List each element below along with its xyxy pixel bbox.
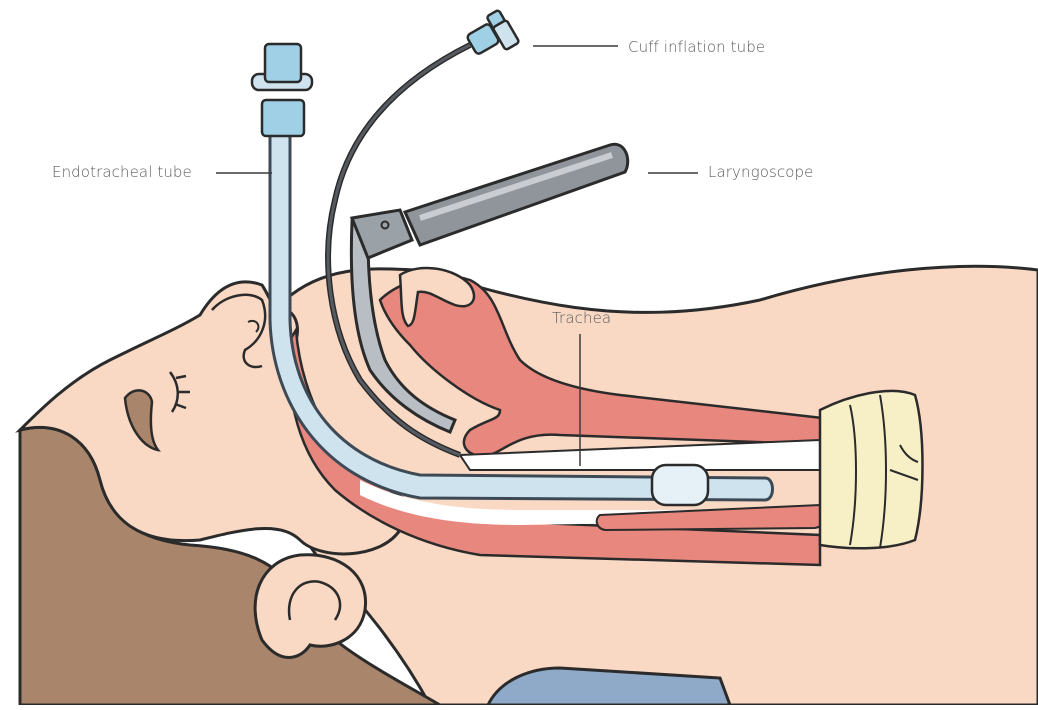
ear (255, 555, 365, 658)
cuff-balloon (652, 465, 708, 505)
label-trachea: Trachea (552, 309, 611, 327)
ett-connector (252, 44, 312, 136)
cuff-inflation-valve (466, 10, 519, 55)
label-cuff-inflation-tube: Cuff inflation tube (628, 38, 765, 56)
cartilage-rings (820, 391, 923, 548)
label-endotracheal-tube: Endotracheal tube (52, 163, 192, 181)
label-laryngoscope: Laryngoscope (708, 163, 813, 181)
